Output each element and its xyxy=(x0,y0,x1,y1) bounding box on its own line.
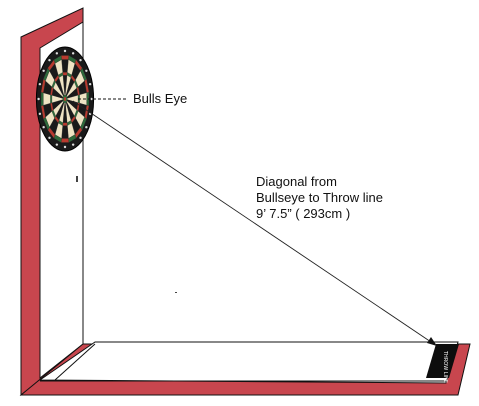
dartboard-number-dot xyxy=(79,58,82,62)
diagonal-annotation-line2: Bullseye to Throw line xyxy=(256,190,383,205)
dartboard-number-dot xyxy=(42,69,45,72)
bulls-eye-label: Bulls Eye xyxy=(133,91,188,106)
dartboard-number-dot xyxy=(38,112,42,116)
diagonal-annotation-line1: Diagonal from xyxy=(256,174,337,189)
dartboard-number-dot xyxy=(71,52,75,55)
dartboard-number-dot xyxy=(63,145,67,149)
throw-line-mark-text: THROW LINE xyxy=(442,350,448,383)
dartboard-double-ring xyxy=(40,91,44,107)
dartboard xyxy=(35,46,95,152)
diagonal-measurement-line xyxy=(72,100,435,345)
dartboard-treble-ring xyxy=(58,72,64,78)
dartboard-number-dot xyxy=(85,69,88,72)
speck xyxy=(76,176,78,182)
dartboard-number-dot xyxy=(42,126,45,129)
dartboard-number-dot xyxy=(79,136,82,140)
speck xyxy=(175,292,177,293)
dartboard-double-ring xyxy=(61,138,69,143)
dartboard-double-ring xyxy=(61,55,69,60)
floor-surface xyxy=(38,341,459,384)
dartboard-number-dot xyxy=(71,143,75,146)
dartboard-treble-ring xyxy=(50,94,53,104)
dartboard-treble-ring xyxy=(62,122,68,126)
floor-inner-edge xyxy=(54,343,96,381)
dartboard-bullseye xyxy=(63,97,67,101)
dartboard-number-dot xyxy=(88,82,92,86)
dartboard-number-dot xyxy=(48,58,51,62)
dartboard-number-dot xyxy=(63,49,67,53)
dartboard-number-dot xyxy=(48,136,51,140)
diagonal-annotation: Diagonal from Bullseye to Throw line 9’ … xyxy=(256,174,383,222)
dartboard-number-dot xyxy=(38,82,42,86)
diagonal-arrowhead xyxy=(427,337,437,346)
dartboard-number-dot xyxy=(55,143,59,146)
throw-line-marker xyxy=(426,344,459,378)
dartboard-number-dot xyxy=(90,97,93,101)
dartboard-number-dot xyxy=(37,97,40,101)
dartboard-treble-ring xyxy=(62,72,68,76)
dartboard-double-ring xyxy=(53,55,62,64)
dartboard-number-dot xyxy=(55,52,59,55)
diagonal-annotation-line3: 9’ 7.5” ( 293cm ) xyxy=(256,206,351,221)
dartboard-number-dot xyxy=(85,126,88,129)
